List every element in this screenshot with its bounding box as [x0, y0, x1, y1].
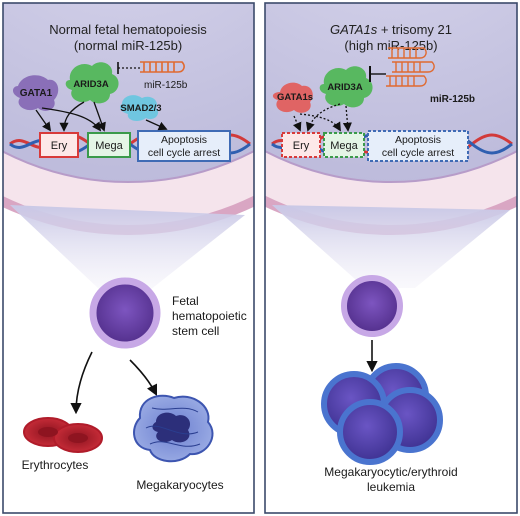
stem-cell-label-3: stem cell: [172, 324, 219, 338]
left-title-line1: Normal fetal hematopoiesis: [49, 22, 207, 37]
zoom-cone: [10, 205, 245, 290]
gene-label-apoptosis-right-2: cell cycle arrest: [382, 147, 454, 159]
arrow-arid3a-mega: [93, 101, 106, 132]
erythrocytes-label: Erythrocytes: [22, 458, 89, 472]
arrow-smad-apoptosis: [145, 119, 168, 131]
arrow-gata1-mega: [41, 107, 102, 132]
gene-box-mega: [87, 132, 131, 158]
arid3a-protein-right: [319, 66, 373, 108]
gene-box-apoptosis-right: [367, 130, 469, 162]
gene-label-ery-right: Ery: [293, 140, 310, 152]
stem-cell-right: [341, 275, 403, 337]
gata1s-label: GATA1s: [277, 92, 313, 103]
gene-label-ery: Ery: [51, 140, 68, 152]
arrow-to-erythrocytes: [70, 351, 93, 415]
left-title-line2: (normal miR-125b): [74, 38, 182, 53]
gata1-protein: [13, 75, 59, 111]
stem-cell-label-2: hematopoietic: [172, 309, 247, 323]
right-title-italic: GATA1s: [330, 22, 378, 37]
gata1s-protein: [272, 82, 313, 113]
arid3a-protein: [65, 62, 119, 104]
erythrocytes-cluster: [23, 417, 103, 453]
gene-box-ery-right: [281, 132, 321, 158]
gene-label-apoptosis-right-1: Apoptosis: [395, 134, 441, 146]
arrow-gata1s-mega: [299, 113, 341, 132]
right-panel: GATA1s + trisomy 21 (high miR-125b) Ery …: [264, 2, 518, 514]
arrow-gata1-ery: [35, 109, 52, 132]
gene-label-apoptosis-1: Apoptosis: [161, 134, 207, 146]
stem-cell: [89, 277, 161, 349]
stem-cell-label-1: Fetal: [172, 294, 199, 308]
right-panel-border: [264, 2, 518, 514]
megakaryocytes-label: Megakaryocytes: [136, 478, 223, 492]
gata1-label: GATA1: [20, 88, 53, 99]
gene-box-mega-right: [323, 132, 365, 158]
left-panel: Normal fetal hematopoiesis (normal miR-1…: [2, 2, 255, 514]
mirna-label: miR-125b: [144, 80, 188, 91]
arrow-arid3a-mega-right: [342, 105, 352, 132]
gene-label-apoptosis-2: cell cycle arrest: [148, 147, 220, 159]
leukemia-cluster: [321, 363, 443, 465]
arid3a-label: ARID3A: [73, 79, 109, 90]
gene-box-ery: [39, 132, 79, 158]
arrow-to-megakaryocytes: [129, 359, 158, 397]
zoom-cone-right: [272, 205, 510, 288]
gene-label-mega-right: Mega: [330, 140, 358, 152]
arrow-arid3a-ery: [59, 101, 85, 132]
mirna-hairpins-right: [386, 47, 435, 87]
megakaryocyte: [133, 394, 214, 463]
leukemia-label-2: leukemia: [367, 480, 415, 494]
mirna-hairpin: [140, 61, 185, 73]
left-panel-border: [2, 2, 255, 514]
leukemia-label-1: Megakaryocytic/erythroid: [324, 465, 457, 479]
smad-protein: [120, 95, 159, 121]
right-title-line2: (high miR-125b): [344, 38, 437, 53]
arid3a-label-right: ARID3A: [327, 82, 363, 93]
mirna-label-right: miR-125b: [430, 94, 475, 105]
right-title-rest: + trisomy 21: [377, 22, 452, 37]
gene-box-apoptosis: [137, 130, 231, 162]
right-title-line1: GATA1s + trisomy 21: [330, 22, 452, 37]
gene-label-mega: Mega: [95, 140, 123, 152]
smad-label: SMAD2/3: [120, 103, 161, 114]
arrow-gata1s-ery: [292, 115, 302, 132]
arrow-arid3a-ery-right: [305, 103, 341, 132]
